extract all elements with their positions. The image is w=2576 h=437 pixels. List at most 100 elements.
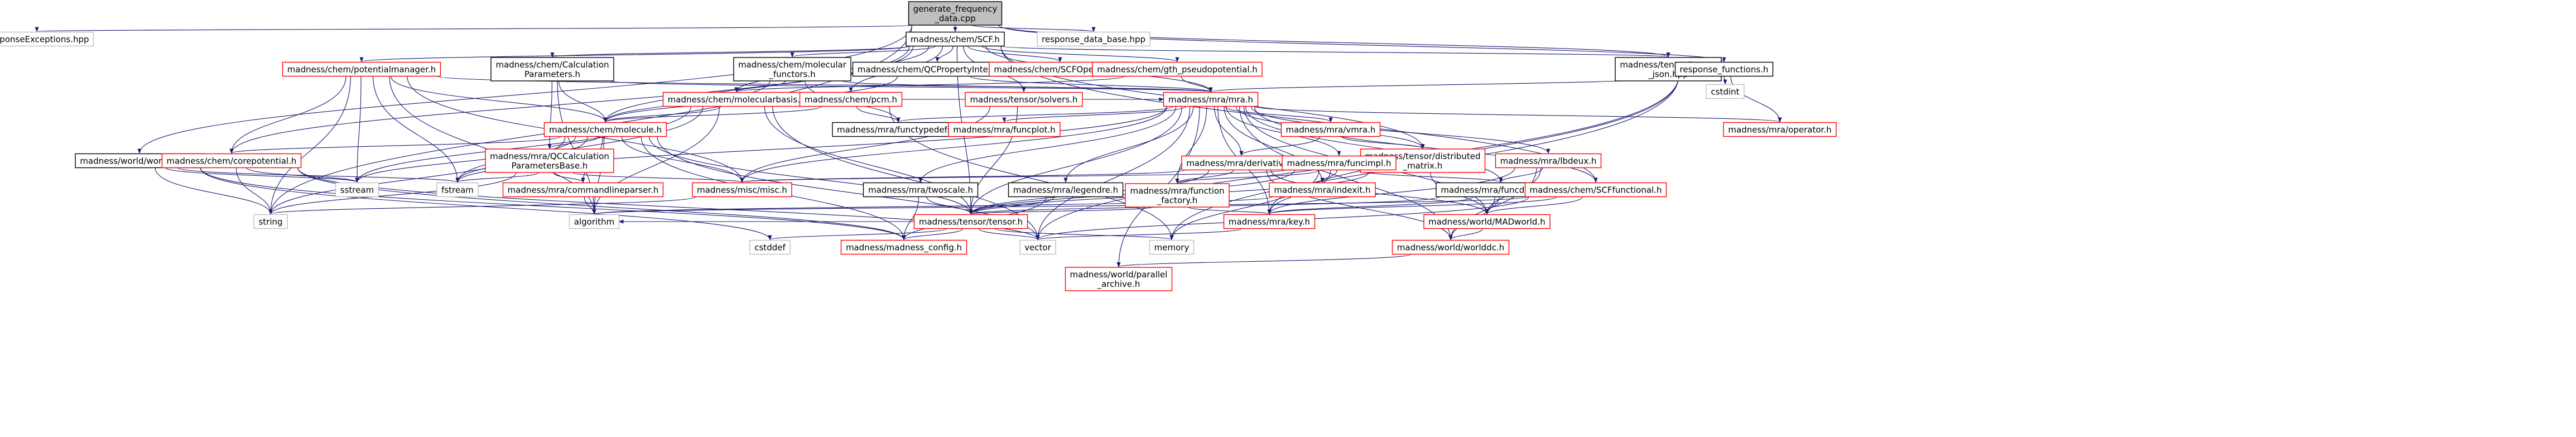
node-derivative[interactable]: madness/mra/derivative.h: [1181, 155, 1302, 171]
node-mra[interactable]: madness/mra/mra.h: [1163, 92, 1259, 107]
node-label: string: [258, 217, 282, 227]
node-madworld[interactable]: madness/world/MADworld.h: [1423, 214, 1551, 229]
node-madconfig[interactable]: madness/madness_config.h: [840, 239, 967, 255]
edge-corepot-to-string: [235, 167, 273, 215]
edge-molbasis-to-molecule: [603, 105, 721, 123]
node-corepot[interactable]: madness/chem/corepotential.h: [161, 153, 302, 169]
node-box: [1269, 182, 1376, 198]
edge-derivative-to-worlddc: [1266, 170, 1453, 241]
node-lbdeux[interactable]: madness/mra/lbdeux.h: [1495, 153, 1602, 169]
node-memory[interactable]: memory: [1149, 239, 1195, 255]
edge-mra-to-operator: [1254, 105, 1781, 123]
node-box: [1280, 122, 1381, 137]
dependency-edges: [36, 25, 1782, 267]
node-functypedefs[interactable]: madness/mra/functypedefs.h: [832, 122, 965, 137]
node-label: madness/mra/functypedefs.h: [837, 125, 960, 135]
node-fstream[interactable]: fstream: [436, 182, 479, 198]
node-funcplot[interactable]: madness/mra/funcplot.h: [948, 122, 1061, 137]
node-key[interactable]: madness/mra/key.h: [1223, 214, 1316, 229]
node-box: [502, 182, 664, 198]
node-label: madness/world/parallel: [1070, 270, 1168, 280]
node-worlddc[interactable]: madness/world/worlddc.h: [1391, 239, 1510, 255]
edge-molecule-to-sstream: [355, 136, 576, 183]
node-box: [1163, 92, 1259, 107]
node-cmdparser[interactable]: madness/mra/commandlineparser.h: [502, 182, 664, 198]
node-twoscale[interactable]: madness/mra/twoscale.h: [863, 182, 979, 198]
node-label: madness/chem/SCF.h: [911, 35, 1000, 45]
node-gthpp[interactable]: madness/chem/gth_pseudopotential.h: [1092, 61, 1263, 77]
node-potman[interactable]: madness/chem/potentialmanager.h: [282, 61, 441, 77]
node-sxfunc[interactable]: madness/chem/SCFfunctional.h: [1524, 182, 1667, 198]
node-tensor[interactable]: madness/tensor/tensor.h: [913, 214, 1028, 229]
edge-qccalc-to-cmdparser: [553, 172, 585, 183]
node-algorithm[interactable]: algorithm: [569, 214, 620, 229]
edge-mra-to-indexit: [1224, 106, 1325, 183]
edge-funcimpl-to-indexit: [1320, 170, 1337, 183]
edge-worldmem-to-fstream: [177, 167, 460, 183]
node-box: [948, 122, 1061, 137]
node-box: [1706, 84, 1745, 99]
edge-potman-to-corepot: [229, 76, 346, 154]
node-vmra[interactable]: madness/mra/vmra.h: [1280, 122, 1381, 137]
node-cstdint[interactable]: cstdint: [1706, 84, 1745, 99]
node-sstream[interactable]: sstream: [335, 182, 379, 198]
node-box: [490, 57, 614, 81]
node-label: madness/chem/pcm.h: [805, 95, 897, 105]
edge-root-to-respexc: [36, 25, 913, 32]
node-indexit[interactable]: madness/mra/indexit.h: [1269, 182, 1376, 198]
node-respfun[interactable]: response_functions.h: [1674, 61, 1774, 77]
node-qccalc[interactable]: madness/mra/QCCalculationParametersBase.…: [485, 148, 614, 173]
node-label: memory: [1154, 243, 1190, 253]
edge-worlddc-to-parchive: [1116, 253, 1412, 267]
node-label: Parameters.h: [524, 69, 580, 79]
node-molfun[interactable]: madness/chem/molecular_functors.h: [733, 57, 851, 81]
file-nodes: generate_frequency_data.cppResponseExcep…: [0, 1, 1837, 291]
node-respexc[interactable]: ResponseExceptions.hpp: [0, 31, 94, 47]
edge-vmra-to-derivative: [1239, 136, 1321, 156]
edge-respfun-to-cstdint: [1723, 76, 1727, 85]
node-respdb[interactable]: response_data_base.hpp: [1037, 31, 1150, 47]
node-label: madness/chem/molecule.h: [549, 125, 662, 135]
node-operator[interactable]: madness/mra/operator.h: [1723, 122, 1837, 137]
node-misc[interactable]: madness/misc/misc.h: [692, 182, 792, 198]
node-box: [335, 182, 379, 198]
edge-molecule-to-tensor: [649, 136, 973, 215]
node-funcfactory[interactable]: madness/mra/function_factory.h: [1125, 183, 1230, 208]
node-solvers[interactable]: madness/tensor/solvers.h: [965, 92, 1083, 107]
node-pcm[interactable]: madness/chem/pcm.h: [799, 92, 903, 107]
node-cstddef[interactable]: cstddef: [749, 239, 791, 255]
node-label: madness/tensor/tensor.h: [919, 217, 1023, 227]
edge-mra-to-vmra: [1225, 105, 1333, 123]
edge-mra-to-funcplot: [1002, 105, 1187, 123]
node-molbasis[interactable]: madness/chem/molecularbasis.h: [662, 92, 811, 107]
node-label: madness/misc/misc.h: [697, 185, 787, 195]
node-string[interactable]: string: [253, 214, 288, 229]
edge-molfun-to-mra: [842, 80, 1212, 93]
node-box: [253, 214, 288, 229]
node-scf[interactable]: madness/chem/SCF.h: [906, 31, 1005, 47]
node-label: madness/mra/commandlineparser.h: [508, 185, 659, 195]
node-label: madness/mra/legendre.h: [1013, 185, 1118, 195]
node-vector[interactable]: vector: [1019, 239, 1056, 255]
edge-respfun-to-mra: [1209, 75, 1679, 93]
node-funcimpl[interactable]: madness/mra/funcimpl.h: [1282, 155, 1397, 171]
edge-potman-to-string: [268, 76, 351, 215]
node-parchive[interactable]: madness/world/parallel_archive.h: [1065, 267, 1173, 291]
node-box: [1524, 182, 1667, 198]
node-label: generate_frequency: [913, 4, 998, 15]
edge-respfun-to-operator: [1730, 76, 1782, 123]
edge-root-to-respdb: [971, 25, 1096, 32]
node-box: [965, 92, 1083, 107]
edge-worldmem-to-madconfig: [200, 167, 906, 241]
node-box: [1223, 214, 1316, 229]
node-box: [161, 153, 302, 169]
node-molecule[interactable]: madness/chem/molecule.h: [543, 122, 667, 137]
node-label: vector: [1024, 243, 1051, 253]
node-box: [1065, 267, 1173, 291]
edge-legendre-to-tensor: [969, 196, 1055, 215]
node-box: [1423, 214, 1551, 229]
node-box: [692, 182, 792, 198]
node-box: [1125, 183, 1230, 208]
node-legendre[interactable]: madness/mra/legendre.h: [1008, 182, 1124, 198]
